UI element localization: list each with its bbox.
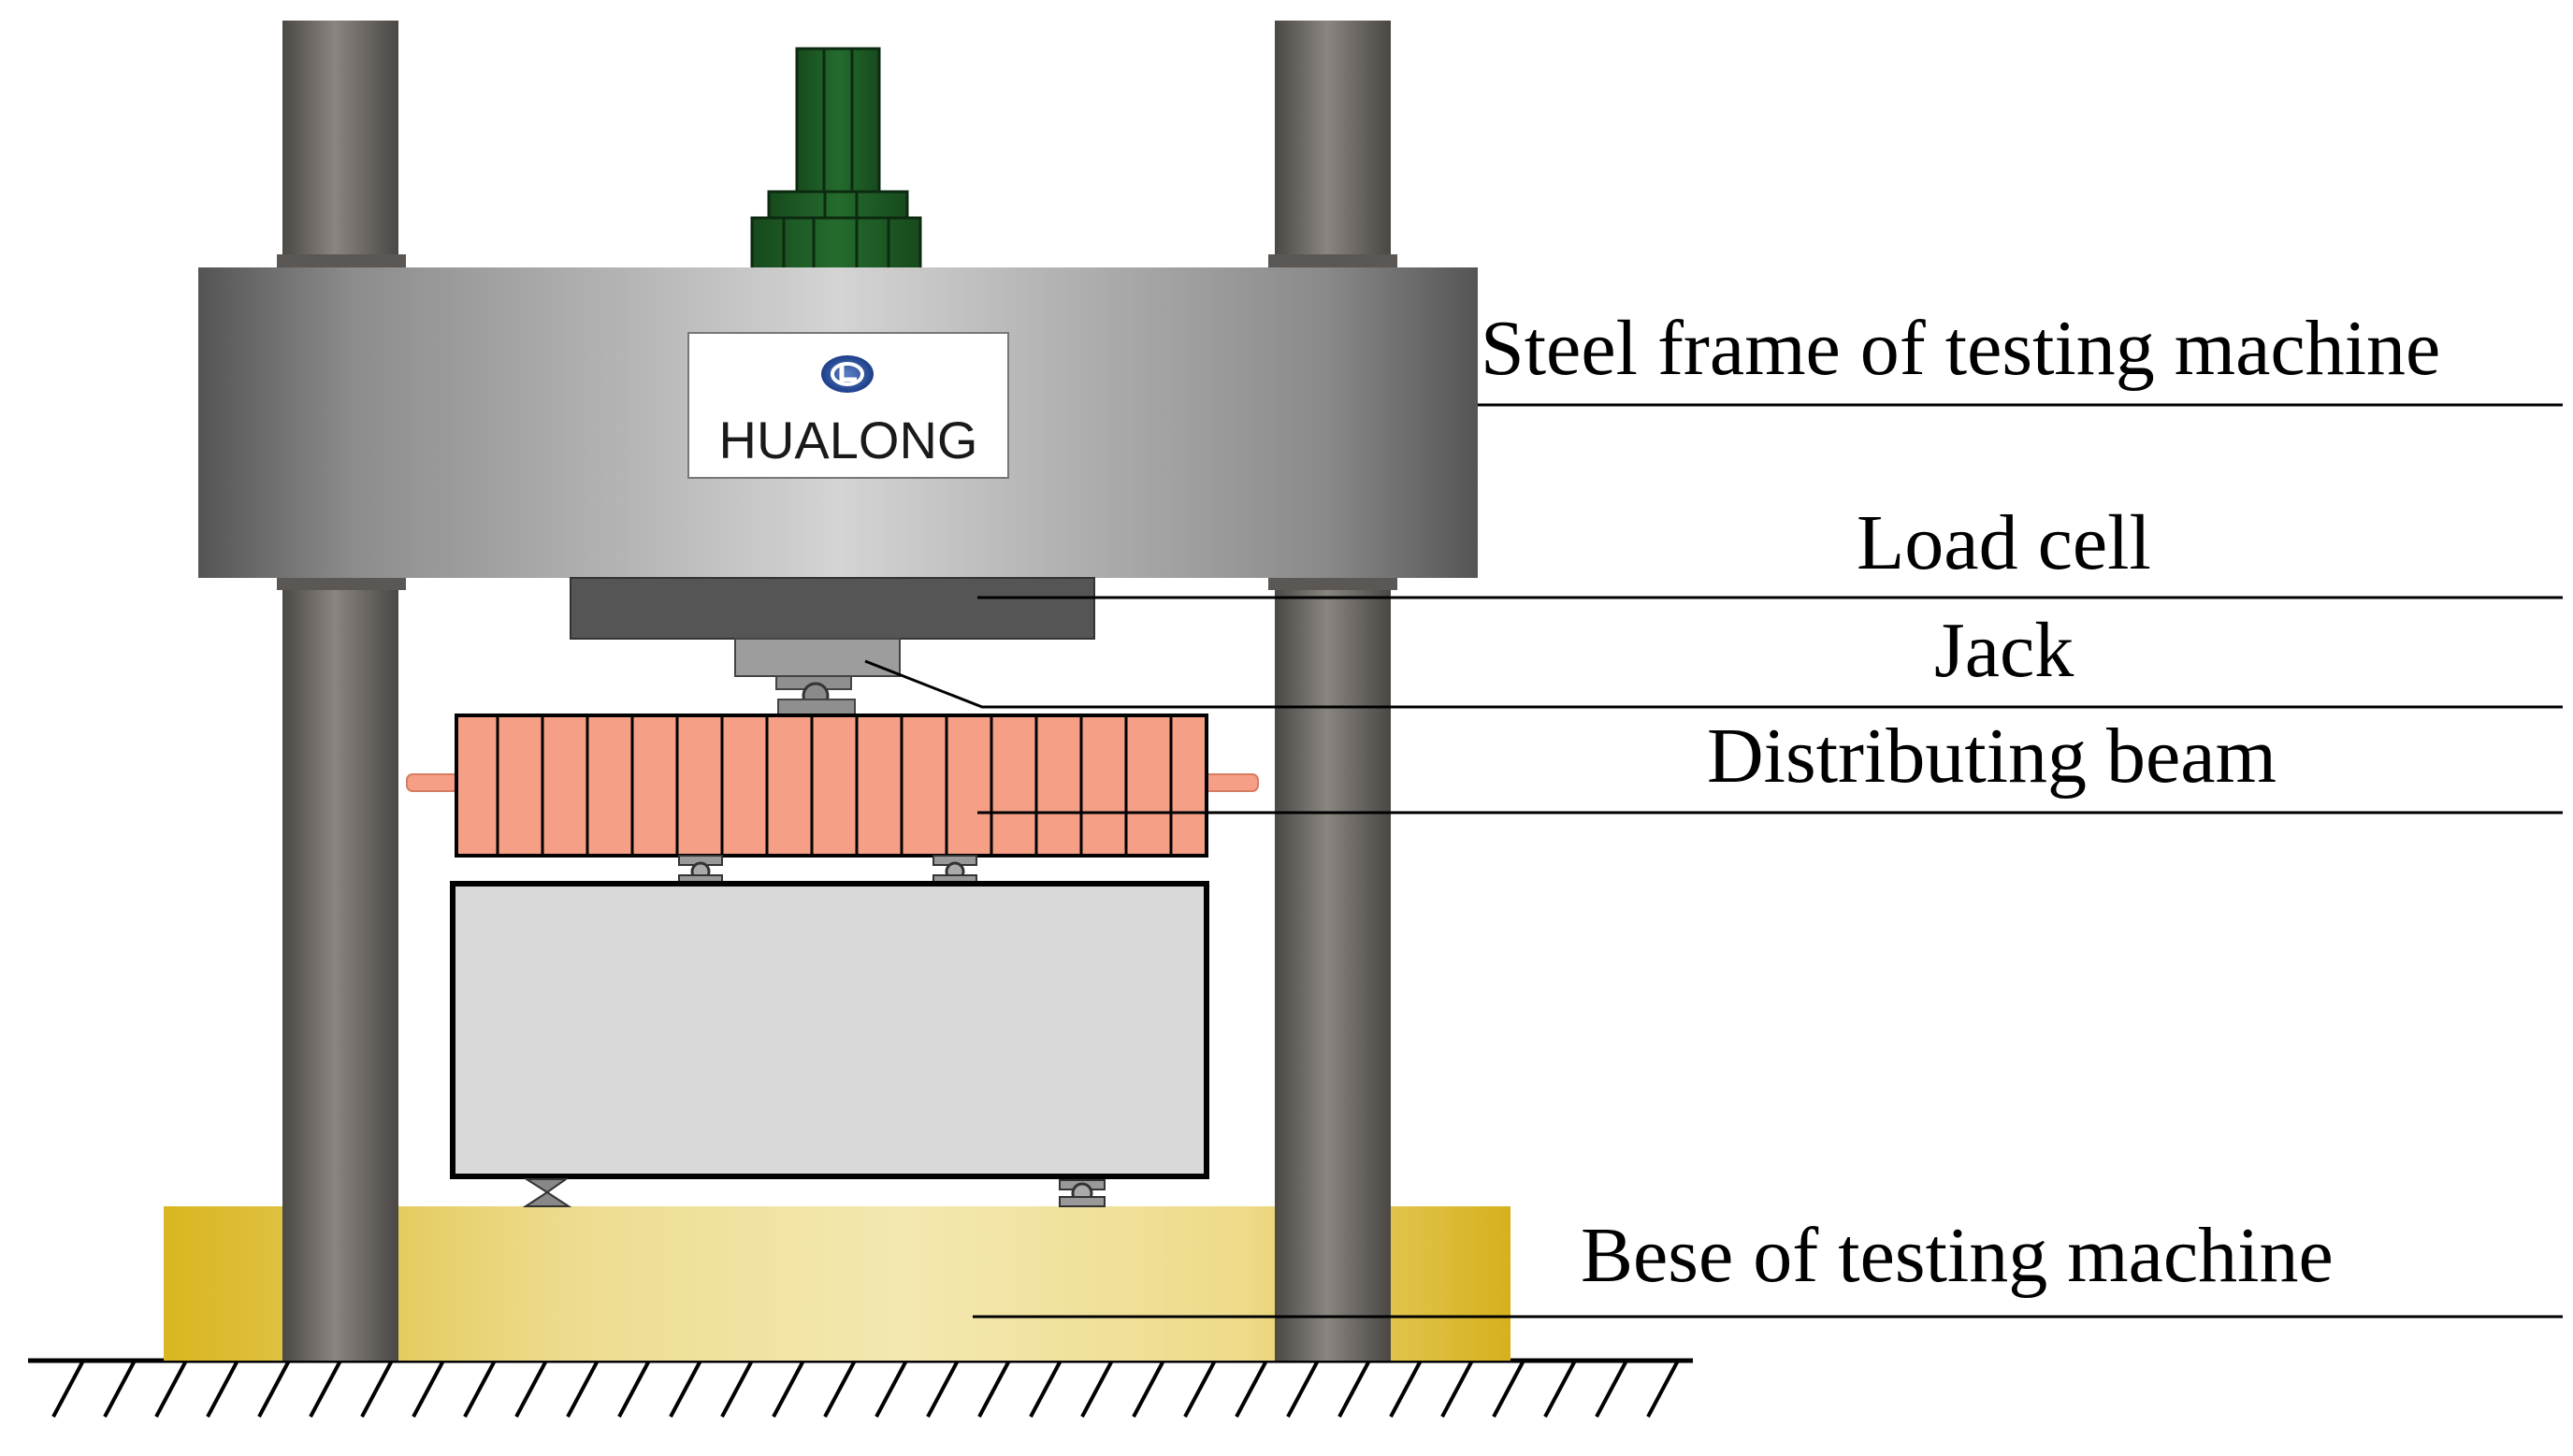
hatch-line [514, 1360, 548, 1418]
leader-lines [864, 403, 2563, 1319]
hatch-line [412, 1360, 445, 1418]
hatch-line [1646, 1360, 1680, 1418]
hatch-line [1183, 1360, 1217, 1418]
ground [28, 1358, 1693, 1418]
test-specimen [450, 881, 1209, 1179]
hatch-line [1389, 1360, 1423, 1418]
hatch-line [1286, 1360, 1320, 1418]
beam-stiffeners [496, 715, 1173, 856]
label-steel-frame: Steel frame of testing machine [1481, 305, 2440, 392]
upper-support-left [678, 855, 723, 886]
load-cell [570, 577, 1095, 640]
hatch-line [926, 1360, 960, 1418]
label-base: Bese of testing machine [1581, 1212, 2334, 1299]
hatch-line [1337, 1360, 1371, 1418]
hatch-line [1132, 1360, 1165, 1418]
label-load-cell: Load cell [1857, 499, 2151, 586]
hatch-line [51, 1360, 85, 1418]
label-jack: Jack [1934, 607, 2074, 694]
hatch-line [360, 1360, 394, 1418]
hatch-line [1543, 1360, 1577, 1418]
hatch-line [566, 1360, 600, 1418]
distributing-beam [406, 714, 1259, 858]
hatch-line [463, 1360, 497, 1418]
hatch-line [720, 1360, 754, 1418]
leader-jack [864, 659, 2563, 709]
right-column [1268, 21, 1397, 1361]
hatch-line [1595, 1360, 1628, 1418]
upper-support-right [932, 855, 977, 886]
motor [750, 47, 922, 271]
left-column [277, 21, 406, 1361]
hatch-line [206, 1360, 239, 1418]
lower-support-right [1059, 1179, 1106, 1207]
lower-support-left [522, 1178, 572, 1207]
hatch-line [617, 1360, 651, 1418]
hatch-line [1440, 1360, 1474, 1418]
hatch-line [772, 1360, 805, 1418]
logo-brand-text: HUALONG [719, 411, 978, 469]
ground-hatching [51, 1360, 1680, 1418]
hatch-line [669, 1360, 702, 1418]
hualong-logo-plate: HUALONG [687, 332, 1009, 479]
hatch-line [154, 1360, 188, 1418]
hatch-line [1492, 1360, 1525, 1418]
label-distributing-beam: Distributing beam [1707, 713, 2277, 800]
jack [734, 638, 901, 715]
hatch-line [1235, 1360, 1268, 1418]
hatch-line [309, 1360, 342, 1418]
hatch-line [823, 1360, 857, 1418]
hatch-line [257, 1360, 291, 1418]
hatch-line [1029, 1360, 1062, 1418]
hatch-line [103, 1360, 137, 1418]
hatch-line [977, 1360, 1011, 1418]
hatch-line [1080, 1360, 1114, 1418]
hualong-logo-icon [821, 355, 874, 393]
hatch-line [875, 1360, 908, 1418]
